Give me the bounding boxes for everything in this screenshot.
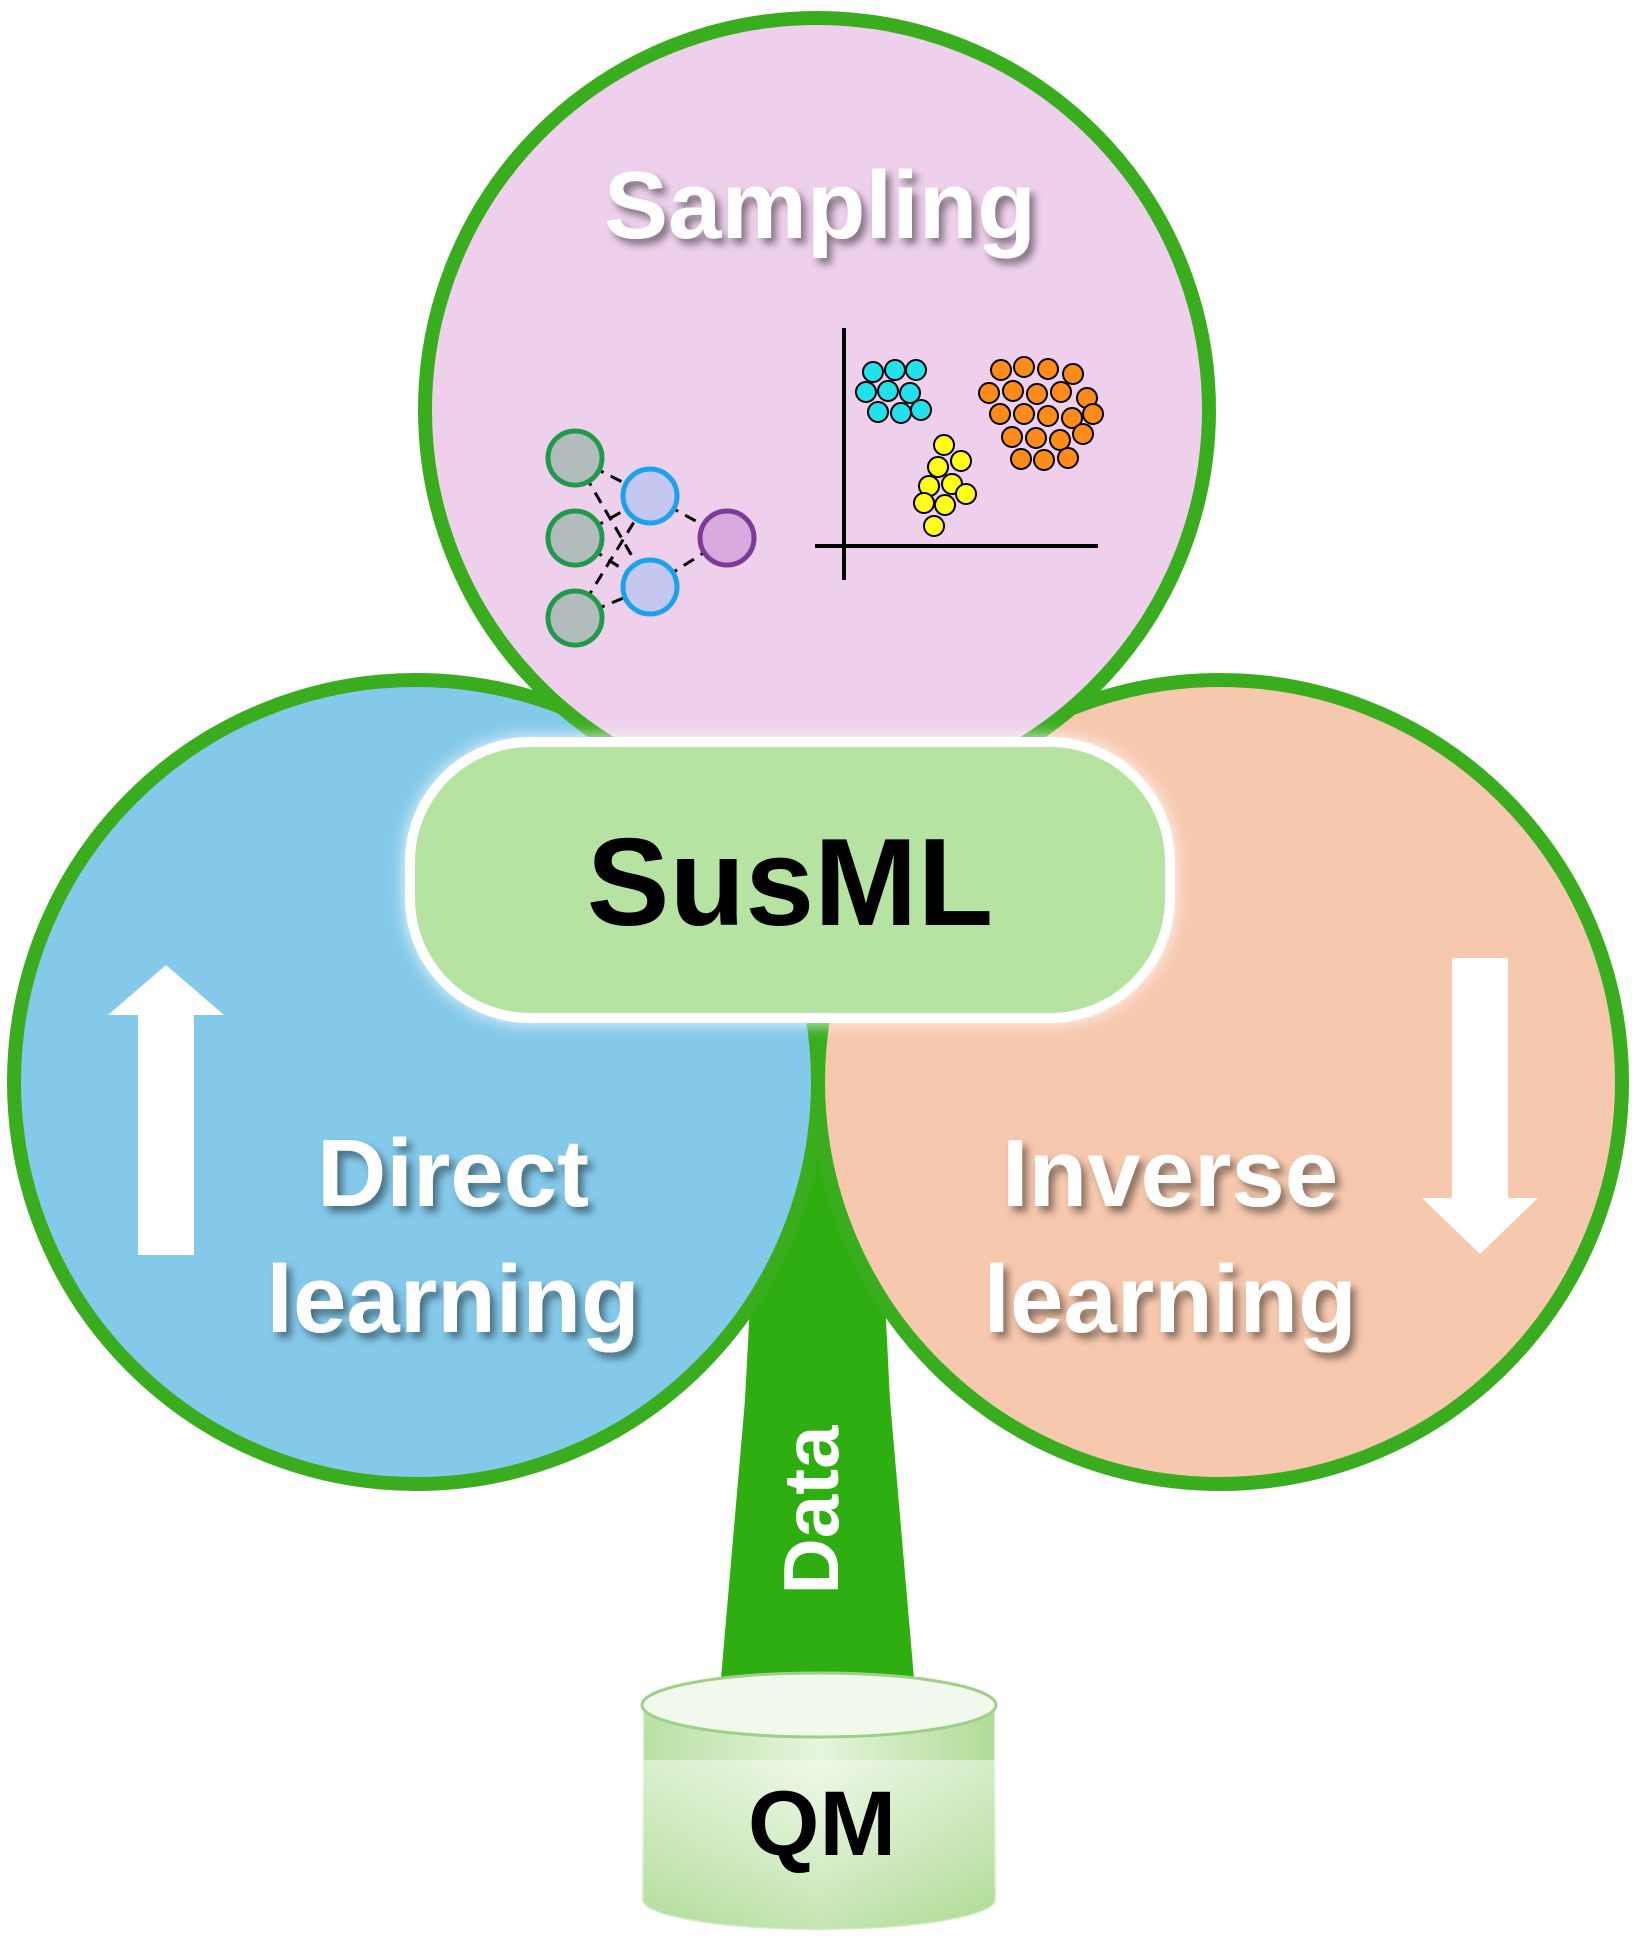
inverse-label-line2: learning [983, 1246, 1356, 1353]
yellow-cluster-dot [950, 450, 972, 472]
orange-cluster-dot [1057, 447, 1079, 469]
orange-cluster-dot [1033, 449, 1055, 471]
orange-cluster [978, 356, 1104, 471]
neural-network-icon [545, 428, 757, 648]
yellow-cluster-dot [927, 456, 949, 478]
nn-input-node [545, 588, 605, 648]
yellow-cluster-dot [933, 434, 955, 456]
center-title: SusML [587, 814, 993, 952]
down-arrow-icon [1422, 958, 1538, 1254]
yellow-cluster [913, 434, 977, 537]
data-stem-label: Data [767, 1425, 855, 1595]
database-top [640, 1671, 998, 1739]
orange-cluster-dot [1037, 358, 1059, 380]
orange-cluster-dot [989, 403, 1011, 425]
cyan-cluster-dot [905, 359, 927, 381]
nn-hidden-node [620, 466, 680, 526]
nn-input-node [545, 508, 605, 568]
orange-cluster-dot [1072, 423, 1094, 445]
nn-output-node [697, 508, 757, 568]
yellow-cluster-dot [934, 494, 956, 516]
direct-label-line2: learning [266, 1246, 639, 1353]
nn-input-node [545, 428, 605, 488]
database-label: QM [748, 1773, 896, 1875]
yellow-cluster-dot [955, 483, 977, 505]
cyan-cluster [855, 359, 932, 424]
cyan-cluster-dot [884, 359, 906, 381]
cyan-cluster-dot [890, 402, 912, 424]
orange-cluster-dot [1013, 403, 1035, 425]
orange-cluster-dot [1010, 448, 1032, 470]
cyan-cluster-dot [899, 382, 921, 404]
orange-cluster-dot [1050, 381, 1072, 403]
orange-cluster-dot [1062, 363, 1084, 385]
orange-cluster-dot [1049, 429, 1071, 451]
orange-cluster-dot [1061, 407, 1083, 429]
orange-cluster-dot [1025, 427, 1047, 449]
orange-cluster-dot [1037, 405, 1059, 427]
yellow-cluster-dot [923, 515, 945, 537]
cyan-cluster-dot [867, 401, 889, 423]
cyan-cluster-dot [910, 399, 932, 421]
orange-cluster-dot [1082, 403, 1104, 425]
cyan-cluster-dot [855, 381, 877, 403]
orange-cluster-dot [1013, 356, 1035, 378]
orange-cluster-dot [1001, 426, 1023, 448]
orange-cluster-dot [990, 359, 1012, 381]
database-cylinder-icon: QM [640, 1671, 998, 1932]
orange-cluster-dot [1002, 380, 1024, 402]
direct-label-line1: Direct [317, 1120, 589, 1227]
yellow-cluster-dot [913, 492, 935, 514]
cyan-cluster-dot [862, 361, 884, 383]
scatter-clusters-icon [815, 328, 1104, 580]
center-pill [405, 737, 1175, 1023]
nn-hidden-node [620, 557, 680, 617]
up-arrow-icon [108, 965, 224, 1255]
inverse-label-line1: Inverse [1002, 1120, 1338, 1227]
orange-cluster-dot [978, 382, 1000, 404]
sampling-label: Sampling [604, 152, 1036, 259]
orange-cluster-dot [1026, 383, 1048, 405]
cyan-cluster-dot [877, 380, 899, 402]
